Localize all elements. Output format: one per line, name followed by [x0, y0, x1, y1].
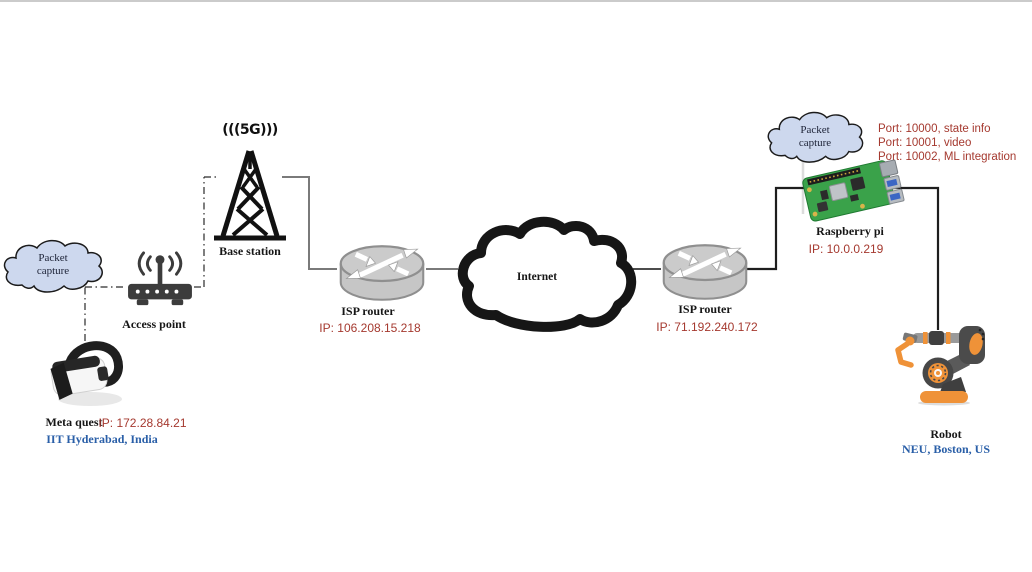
base-station-label: Base station — [219, 244, 281, 258]
meta-quest-ip: IP: 172.28.84.21 — [98, 416, 187, 430]
isp-router-right-icon — [662, 244, 748, 300]
packet-capture-cloud-right-icon — [767, 111, 864, 163]
port-video: Port: 10001, video — [878, 136, 972, 149]
internet-label: Internet — [516, 271, 558, 283]
window-top-border — [0, 0, 1032, 2]
robot-arm-image — [895, 326, 985, 406]
base-station-tower-icon — [214, 150, 286, 241]
port-ml-integration: Port: 10002, ML integration — [878, 150, 1017, 163]
port-state-info: Port: 10000, state info — [878, 123, 991, 135]
raspberry-pi-label: Raspberry pi — [816, 224, 884, 238]
isp-router-left-label: ISP router — [341, 304, 395, 318]
signal-5g-label: (((5G))) — [222, 122, 278, 138]
meta-quest-image — [50, 341, 123, 406]
meta-quest-location: IIT Hyderabad, India — [46, 432, 158, 446]
access-point-label: Access point — [122, 317, 186, 331]
isp-router-left-icon — [339, 245, 425, 301]
port-annotations: Port: 10000, state info Port: 10001, vid… — [878, 123, 1016, 164]
raspberry-pi-ip: IP: 10.0.0.219 — [808, 242, 884, 256]
isp-router-left-ip: IP: 106.208.15.218 — [319, 321, 421, 335]
packet-capture-cloud-left-icon — [3, 239, 103, 293]
raspberry-pi-image — [802, 159, 905, 222]
robot-label: Robot — [930, 427, 962, 441]
internet-cloud-icon — [457, 216, 637, 332]
isp-router-right-ip: IP: 71.192.240.172 — [656, 320, 758, 334]
packet-capture-label-left: Packet capture — [36, 252, 70, 277]
meta-quest-label: Meta quest — [45, 415, 103, 429]
packet-capture-label-right: Packet capture — [798, 124, 832, 149]
isp-router-right-label: ISP router — [678, 302, 732, 316]
access-point-icon — [128, 251, 192, 306]
robot-location: NEU, Boston, US — [901, 442, 991, 456]
